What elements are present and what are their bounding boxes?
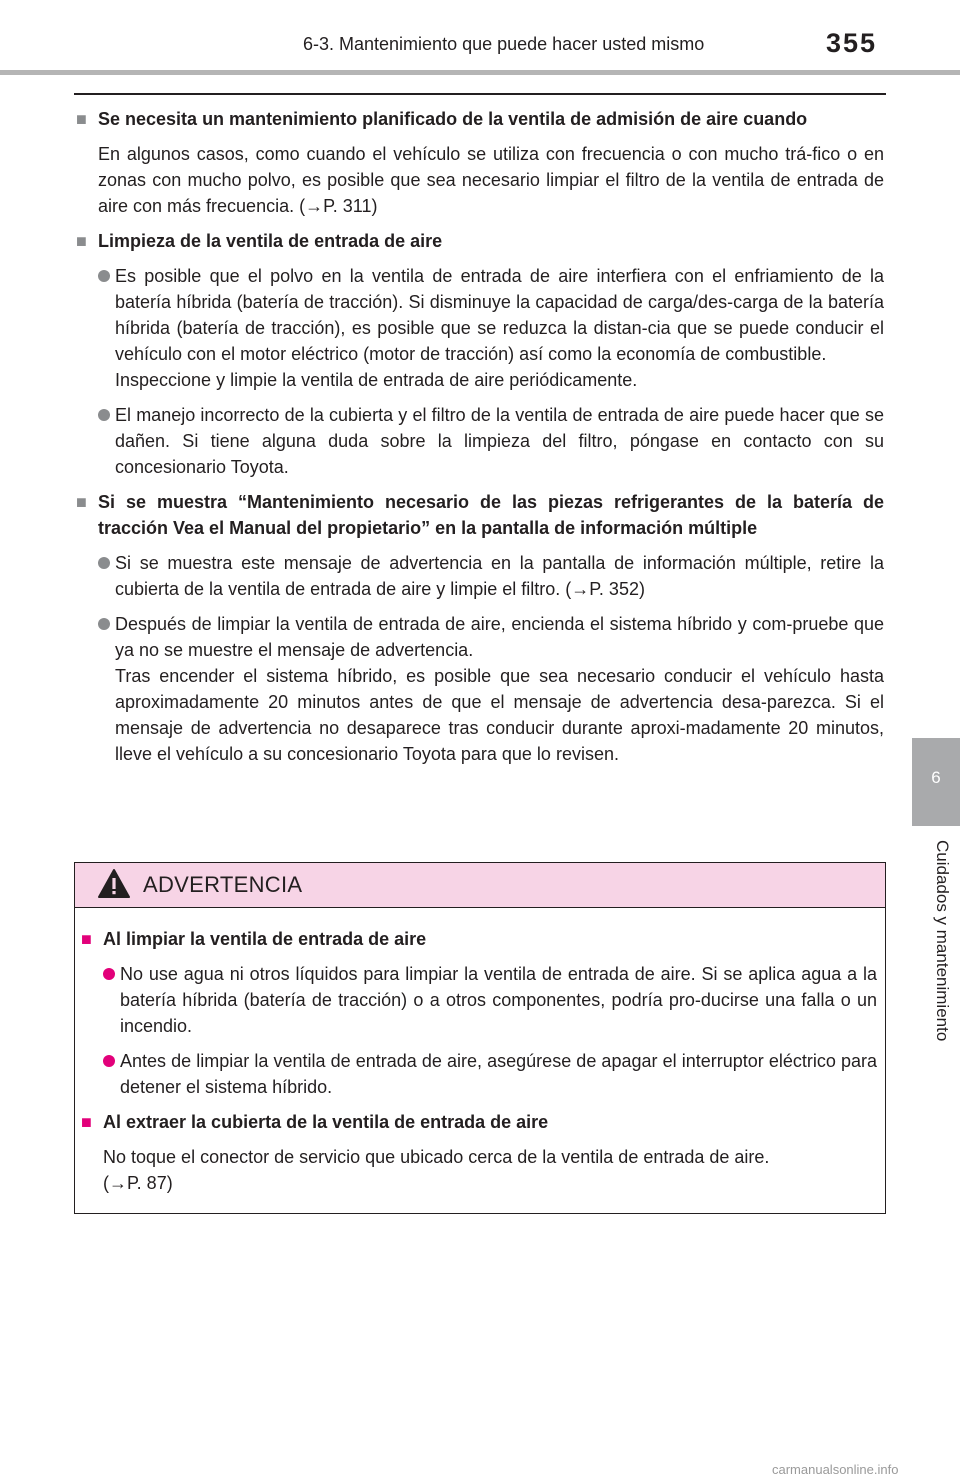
content-divider [74, 93, 886, 95]
chapter-tab-label: Cuidados y mantenimiento [933, 840, 952, 1042]
bullet-text: El manejo incorrecto de la cubierta y el… [115, 405, 884, 477]
page-number: 355 [826, 28, 878, 58]
section-heading: ■Se necesita un mantenimiento planificad… [76, 106, 884, 132]
bullet-text: Si se muestra este mensaje de advertenci… [115, 553, 884, 599]
bullet-text: No use agua ni otros líquidos para limpi… [120, 964, 877, 1036]
warning-section-heading: ■Al limpiar la ventila de entrada de air… [81, 926, 877, 952]
header-divider [0, 70, 960, 75]
circle-bullet-icon [103, 968, 115, 980]
bullet-extra-text: Inspeccione y limpie la ventila de entra… [115, 370, 638, 390]
chapter-tab-number: 6 [931, 768, 941, 787]
square-bullet-icon: ■ [81, 1112, 92, 1132]
bullet-text: Es posible que el polvo en la ventila de… [115, 266, 884, 364]
square-bullet-icon: ■ [76, 492, 87, 512]
circle-bullet-icon [98, 270, 110, 282]
bullet-item: Si se muestra este mensaje de advertenci… [76, 550, 884, 602]
square-bullet-icon: ■ [76, 109, 87, 129]
warning-bullet-item: Antes de limpiar la ventila de entrada d… [81, 1048, 877, 1100]
circle-bullet-icon [98, 409, 110, 421]
main-content: ■Se necesita un mantenimiento planificad… [76, 106, 884, 776]
warning-triangle-icon [98, 869, 130, 898]
bullet-item: El manejo incorrecto de la cubierta y el… [76, 402, 884, 480]
bullet-extra-text: Tras encender el sistema híbrido, es pos… [115, 666, 884, 764]
section-paragraph: En algunos casos, como cuando el vehícul… [98, 144, 884, 216]
square-bullet-icon: ■ [76, 231, 87, 251]
bullet-item: Después de limpiar la ventila de entrada… [76, 611, 884, 767]
chapter-tab[interactable] [912, 738, 960, 826]
circle-bullet-icon [98, 618, 110, 630]
bullet-text: Después de limpiar la ventila de entrada… [115, 614, 884, 660]
footer-watermark: carmanualsonline.info [772, 1462, 899, 1477]
bullet-item: Es posible que el polvo en la ventila de… [76, 263, 884, 393]
warning-paragraph: No toque el conector de servicio que ubi… [103, 1147, 770, 1193]
warning-content: ■Al limpiar la ventila de entrada de air… [81, 926, 877, 1205]
circle-bullet-icon [98, 557, 110, 569]
section-heading: ■Limpieza de la ventila de entrada de ai… [76, 228, 884, 254]
warning-bullet-item: No use agua ni otros líquidos para limpi… [81, 961, 877, 1039]
chapter-title: 6-3. Mantenimiento que puede hacer usted… [303, 34, 705, 54]
bullet-text: Antes de limpiar la ventila de entrada d… [120, 1051, 877, 1097]
warning-header: ADVERTENCIA [75, 863, 885, 908]
warning-box: ADVERTENCIA ■Al limpiar la ventila de en… [74, 862, 886, 1214]
warning-section-heading: ■Al extraer la cubierta de la ventila de… [81, 1109, 877, 1135]
section-heading: ■Si se muestra “Mantenimiento necesario … [76, 489, 884, 541]
warning-title: ADVERTENCIA [143, 872, 303, 897]
page-header: 6-3. Mantenimiento que puede hacer usted… [0, 0, 960, 80]
circle-bullet-icon [103, 1055, 115, 1067]
square-bullet-icon: ■ [81, 929, 92, 949]
